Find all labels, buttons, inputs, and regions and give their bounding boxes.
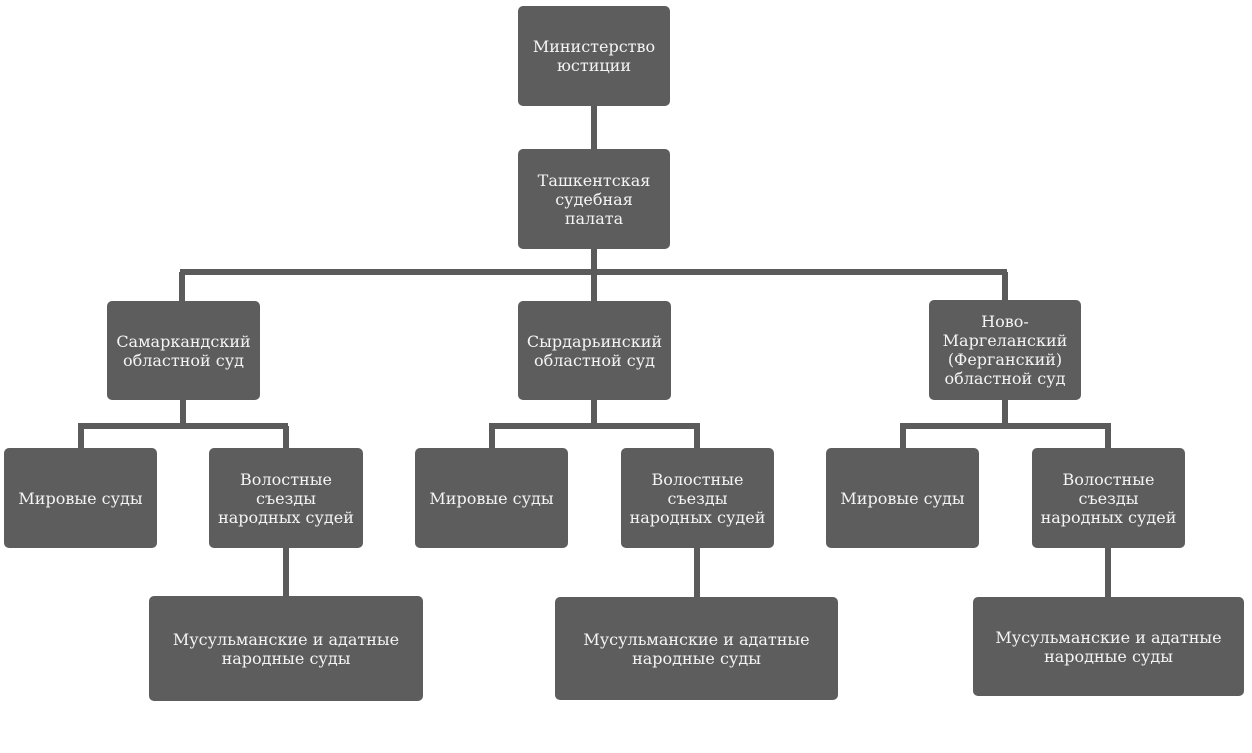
connector-chamber-regions [179,248,1008,301]
ministry-of-justice-box: Министерство юстиции [518,6,670,106]
volost-congresses-box-1: Волостные съезды народных судей [209,448,363,548]
connector-region-3-children [900,400,1111,597]
connector-region-2-children [489,400,700,597]
peace-courts-box-3: Мировые суды [826,448,979,548]
peace-courts-box-1: Мировые суды [4,448,157,548]
syrdarya-regional-court-box: Сырдарьинский областной суд [518,301,671,400]
peace-courts-box-2: Мировые суды [415,448,568,548]
connector-region-1-children [78,400,289,597]
samarkand-regional-court-box: Самаркандский областной суд [107,301,260,400]
muslim-adat-courts-box-2: Мусульманские и адатные народные суды [555,597,838,700]
volost-congresses-box-3: Волостные съезды народных судей [1032,448,1185,548]
volost-congresses-box-2: Волостные съезды народных судей [621,448,774,548]
tashkent-judicial-chamber-box: Ташкентская судебная палата [518,149,670,249]
muslim-adat-courts-box-3: Мусульманские и адатные народные суды [973,597,1244,696]
muslim-adat-courts-box-1: Мусульманские и адатные народные суды [149,596,423,701]
novo-margelan-regional-court-box: Ново- Маргеланский (Ферганский) областно… [929,300,1081,400]
